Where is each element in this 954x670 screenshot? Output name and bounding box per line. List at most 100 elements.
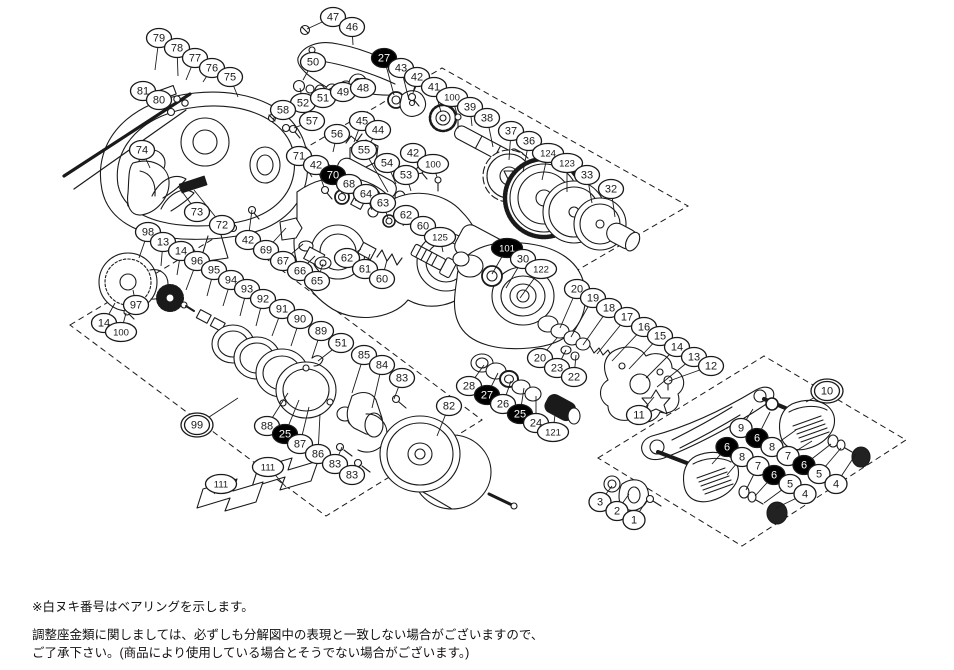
balloon-83: 83: [321, 453, 349, 475]
svg-text:83: 83: [396, 373, 408, 385]
svg-text:42: 42: [242, 235, 254, 247]
svg-text:66: 66: [294, 266, 306, 278]
spool-assembly-box: [69, 229, 483, 517]
svg-text:28: 28: [463, 381, 475, 393]
balloon-36: 36: [515, 130, 543, 152]
svg-text:41: 41: [428, 82, 440, 94]
balloon-44: 44: [364, 119, 392, 141]
balloon-60: 60: [368, 268, 396, 290]
tension-bolt-parts: [357, 241, 458, 278]
svg-text:82: 82: [443, 401, 455, 413]
svg-text:111: 111: [261, 463, 275, 474]
balloon-72: 72: [208, 214, 236, 236]
svg-text:61: 61: [359, 264, 371, 276]
svg-text:64: 64: [360, 189, 372, 201]
balloon-51: 51: [327, 332, 355, 354]
balloon-78: 78: [163, 37, 191, 59]
svg-text:72: 72: [216, 220, 228, 232]
svg-text:96: 96: [191, 256, 203, 268]
balloon-4: 4: [824, 473, 848, 495]
balloon-9: 9: [729, 417, 753, 439]
balloon-49: 49: [329, 81, 357, 103]
balloon-10: 10: [810, 378, 844, 404]
svg-text:44: 44: [372, 125, 384, 137]
spool-washer-chain: [211, 324, 407, 473]
svg-text:100: 100: [444, 93, 460, 104]
svg-text:97: 97: [130, 300, 142, 312]
svg-text:73: 73: [191, 207, 203, 219]
svg-text:52: 52: [297, 98, 309, 110]
balloon-58: 58: [269, 99, 297, 121]
svg-text:5: 5: [787, 479, 793, 491]
handle-assembly-box: [597, 355, 907, 547]
svg-text:9: 9: [738, 423, 744, 435]
svg-text:45: 45: [356, 116, 368, 128]
balloon-33: 33: [573, 164, 601, 186]
svg-text:80: 80: [153, 95, 165, 107]
svg-text:33: 33: [581, 170, 593, 182]
balloon-123: 123: [550, 152, 584, 174]
click-plate: [399, 90, 427, 117]
svg-text:11: 11: [633, 410, 644, 422]
svg-text:56: 56: [331, 129, 343, 141]
balloon-3: 3: [588, 491, 612, 513]
svg-text:20: 20: [534, 353, 546, 365]
footnote-bearing: ※白ヌキ番号はベアリングを示します。: [32, 600, 254, 614]
balloon-89: 89: [307, 320, 335, 342]
svg-text:54: 54: [381, 158, 393, 170]
svg-text:83: 83: [346, 470, 358, 482]
svg-text:38: 38: [481, 113, 493, 125]
balloon-100: 100: [104, 321, 138, 343]
spool: [379, 415, 518, 510]
svg-text:92: 92: [257, 294, 269, 306]
svg-text:99: 99: [191, 420, 203, 432]
svg-text:25: 25: [279, 429, 291, 441]
svg-text:27: 27: [378, 53, 390, 65]
svg-text:93: 93: [241, 284, 253, 296]
svg-text:76: 76: [206, 63, 218, 75]
svg-text:65: 65: [311, 276, 323, 288]
balloon-69: 69: [252, 239, 280, 261]
svg-text:81: 81: [137, 86, 149, 98]
balloon-56: 56: [323, 123, 351, 145]
balloon-20: 20: [526, 347, 554, 369]
svg-text:12: 12: [705, 361, 717, 373]
balloon-97: 97: [122, 294, 150, 316]
balloon-82: 82: [435, 395, 463, 417]
svg-text:48: 48: [357, 83, 369, 95]
svg-text:15: 15: [654, 331, 666, 343]
balloon-63: 63: [369, 192, 397, 214]
balloon-80: 80: [145, 89, 173, 111]
footnote-shim-line1: 調整座金類に関しましては、必ずしも分解図中の表現と一致しない場合がございますので…: [32, 628, 544, 643]
svg-text:68: 68: [343, 179, 355, 191]
balloon-75: 75: [216, 66, 244, 88]
balloon-91: 91: [268, 298, 296, 320]
svg-text:75: 75: [224, 72, 236, 84]
svg-text:2: 2: [614, 506, 620, 518]
svg-text:88: 88: [261, 421, 273, 433]
balloon-51: 51: [309, 87, 337, 109]
svg-text:20: 20: [571, 284, 583, 296]
balloon-122: 122: [524, 258, 558, 280]
svg-text:3: 3: [597, 497, 603, 509]
svg-text:77: 77: [189, 53, 201, 65]
svg-text:90: 90: [294, 314, 306, 326]
svg-text:70: 70: [327, 170, 339, 182]
svg-text:79: 79: [153, 33, 165, 45]
svg-text:13: 13: [688, 352, 700, 364]
svg-text:124: 124: [540, 149, 556, 160]
balloon-32: 32: [597, 178, 625, 200]
balloon-111: 111: [204, 473, 238, 495]
svg-text:71: 71: [293, 151, 305, 163]
balloon-42: 42: [399, 142, 427, 164]
balloon-12: 12: [697, 355, 725, 377]
gear-assembly-box: [300, 67, 690, 287]
svg-text:55: 55: [358, 145, 370, 157]
handle-knob-left: [682, 451, 740, 503]
svg-text:25: 25: [514, 409, 526, 421]
balloon-54: 54: [373, 152, 401, 174]
svg-text:27: 27: [481, 390, 493, 402]
balloon-15: 15: [646, 325, 674, 347]
